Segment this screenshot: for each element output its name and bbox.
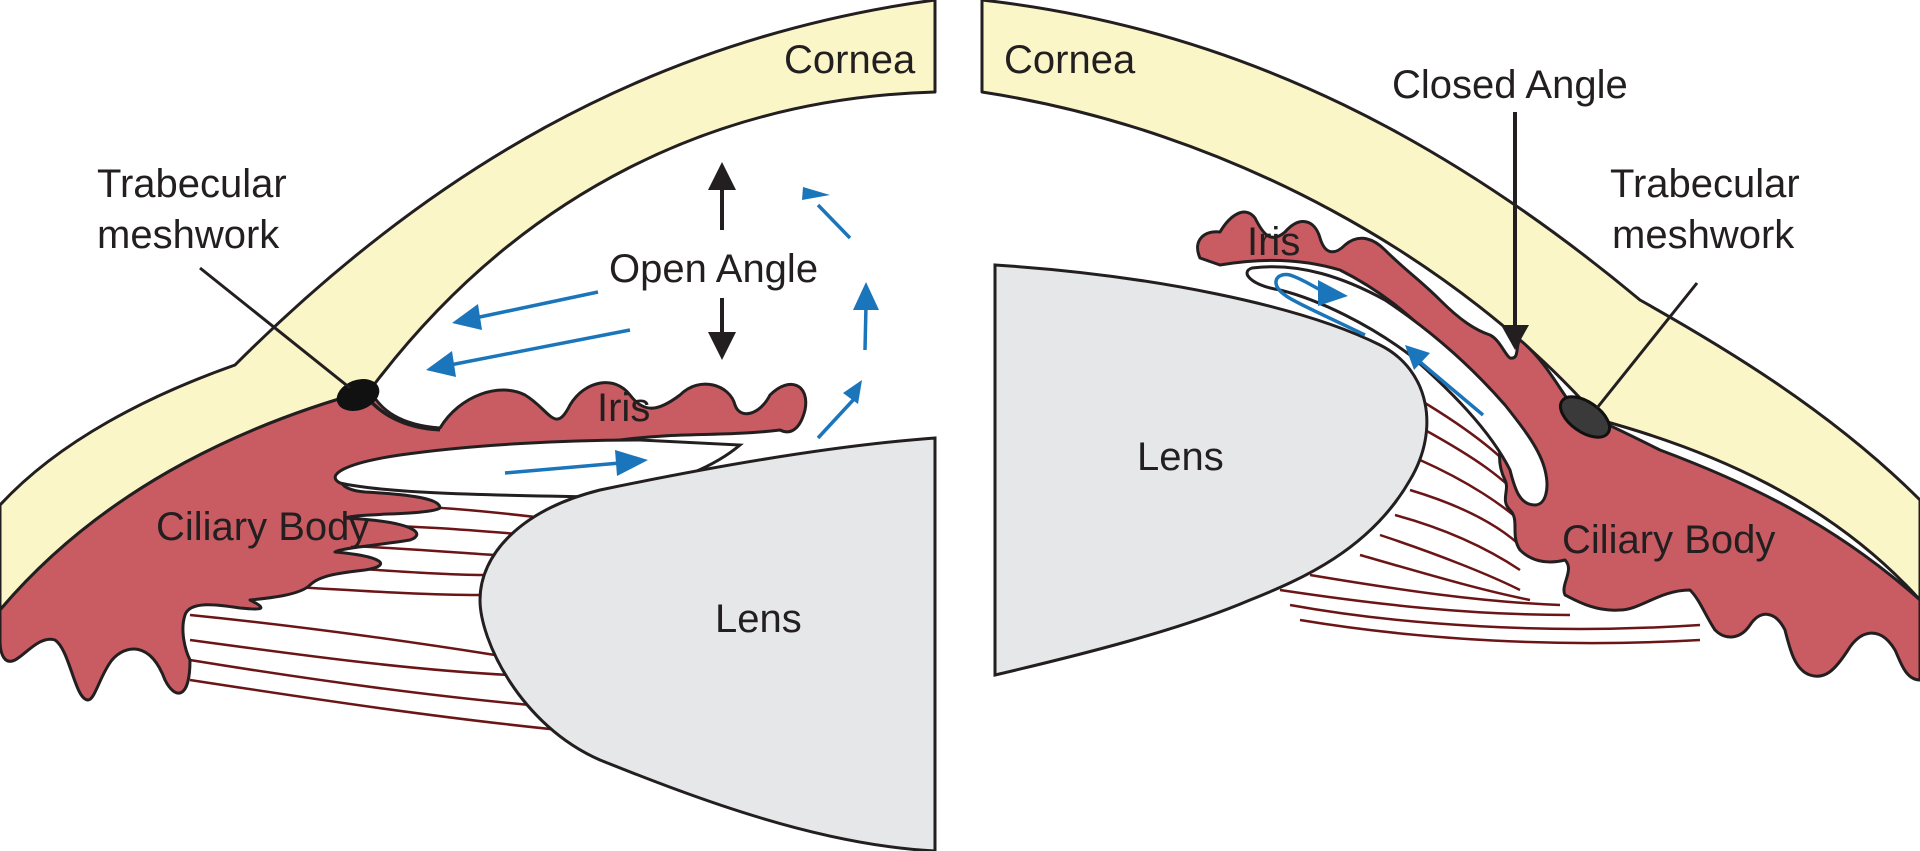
right-ciliary-body-label: Ciliary Body: [1562, 518, 1775, 562]
right-posterior-channel: [1245, 265, 1549, 507]
right-angle-label: Closed Angle: [1392, 63, 1628, 107]
right-aqueous-flow-arrows: [1274, 272, 1485, 417]
right-iris-label: Iris: [1247, 220, 1300, 264]
closed-angle-panel: Cornea Closed Angle Trabecular meshwork …: [980, 0, 1920, 682]
right-ciliary-body: [1196, 210, 1920, 682]
right-trabecular-meshwork-node: [1559, 395, 1611, 439]
left-ciliary-body: [0, 381, 808, 702]
left-trabecular-label-line1: Trabecular: [97, 162, 287, 206]
left-iris-label: Iris: [597, 386, 650, 430]
left-cornea-label: Cornea: [784, 38, 916, 82]
left-lens: [478, 436, 937, 851]
right-zonule-fibers: [1279, 398, 1701, 645]
open-angle-panel: Cornea Trabecular meshwork Open Angle Ir…: [0, 0, 937, 851]
left-trabecular-label-line2: meshwork: [97, 213, 280, 257]
right-lens-label: Lens: [1137, 435, 1224, 479]
left-trabecular-pointer: [199, 266, 351, 390]
right-cornea: [980, 0, 1920, 602]
open-angle-indicator: [708, 162, 736, 360]
right-trabecular-label-line1: Trabecular: [1610, 162, 1800, 206]
left-angle-cleft: [363, 394, 441, 432]
right-trabecular-label-line2: meshwork: [1612, 213, 1795, 257]
left-lens-label: Lens: [715, 597, 802, 641]
left-angle-label: Open Angle: [609, 247, 818, 291]
closed-angle-indicator: [1501, 112, 1529, 350]
right-lens: [993, 263, 1429, 677]
right-trabecular-pointer: [1595, 282, 1699, 409]
left-ciliary-body-label: Ciliary Body: [156, 505, 369, 549]
right-cornea-label: Cornea: [1004, 38, 1136, 82]
left-aqueous-flow-arrows: [426, 187, 879, 476]
